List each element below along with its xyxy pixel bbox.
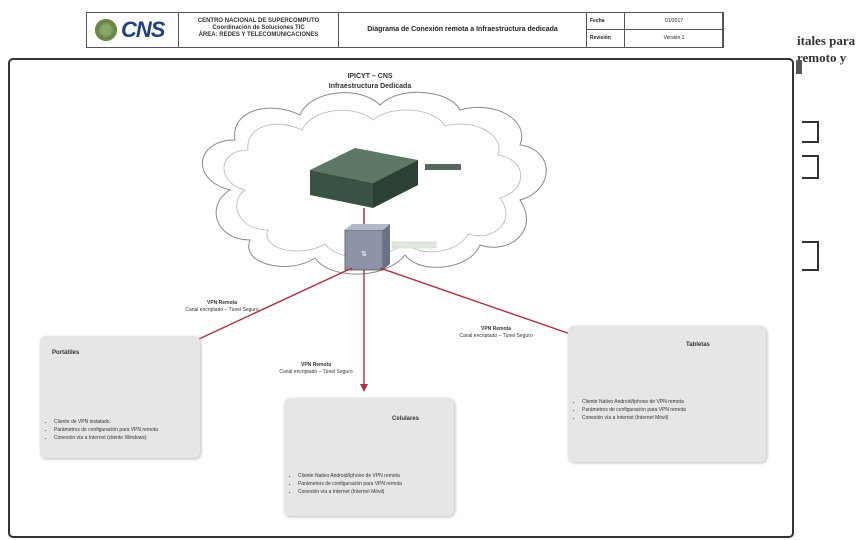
panel-list: Cliente Nativo Android/Iphone de VPN rem… — [288, 472, 460, 496]
fecha-value: 01/2017 — [664, 18, 684, 24]
fragment-bracket — [802, 241, 819, 271]
list-item: Parámetros de configuración para VPN rem… — [298, 480, 460, 488]
revision-row: Revisión Versión 1 — [587, 30, 723, 47]
vpn-label-left: VPN Remota Canal encriptado – Túnel Segu… — [172, 300, 272, 314]
list-item: Cliente de VPN instalado. — [54, 418, 204, 426]
diagram-subtitle-line: Infraestructura Dedicada — [328, 83, 412, 90]
panel-title: Tabletas — [686, 342, 710, 348]
vpn-label-right: VPN Remota Canal encriptado – Túnel Segu… — [446, 326, 546, 340]
panel-portatiles: Portátiles Cliente de VPN instalado. Par… — [40, 336, 200, 458]
side-text-line: remoto y — [797, 50, 847, 65]
revision-label: Revisión — [587, 30, 625, 47]
document-meta: Fecha 01/2017 Revisión Versión 1 — [587, 13, 723, 47]
fragment-bracket — [802, 121, 819, 143]
diagram-title: IPICYT – CNS Infraestructura Dedicada — [270, 72, 470, 92]
list-item: Parámetros de configuración para VPN rem… — [54, 426, 204, 434]
panel-title: Portátiles — [52, 350, 80, 356]
vpn-label-center: VPN Remota Canal encriptado – Túnel Segu… — [266, 362, 366, 376]
vpn-subtitle: Canal encriptado – Túnel Seguro — [459, 333, 533, 339]
panel-celulares: Celulares Cliente Nativo Android/Iphone … — [284, 398, 454, 516]
vpn-title: VPN Remota — [480, 326, 511, 332]
list-item: Parámetros de configuración para VPN rem… — [582, 406, 772, 414]
list-item: Conexión vía a Internet (Internet Móvil) — [582, 414, 772, 422]
panel-list: Cliente Nativo Android/Iphone de VPN rem… — [572, 398, 772, 422]
list-item: Cliente Nativo Android/Iphone de VPN rem… — [298, 472, 460, 480]
header-table: CNS CENTRO NACIONAL DE SUPERCOMPUTO Coor… — [86, 12, 724, 48]
router-icon: ⇅ — [344, 224, 390, 271]
list-item: Conexión vía a Internet (cliente Windows… — [54, 434, 204, 442]
organization-info: CENTRO NACIONAL DE SUPERCOMPUTO Coordina… — [179, 13, 339, 47]
org-line: ÁREA: REDES Y TELECOMUNICACIONES — [198, 32, 319, 38]
revision-value: Versión 1 — [663, 35, 685, 41]
org-line: CENTRO NACIONAL DE SUPERCOMPUTO — [197, 18, 320, 24]
vpn-title: VPN Remota — [300, 362, 331, 368]
vpn-subtitle: Canal encriptado – Túnel Seguro — [279, 369, 353, 375]
router-label-tag — [391, 241, 437, 249]
document-title: Diagrama de Conexión remota a Infraestru… — [339, 13, 587, 47]
gear-logo-icon — [95, 19, 117, 41]
side-fragments — [796, 60, 819, 271]
arrowhead — [360, 384, 368, 392]
vpn-title: VPN Remota — [206, 300, 237, 306]
server-label-tag — [425, 164, 461, 170]
link-portatiles — [185, 267, 353, 346]
logo: CNS — [87, 13, 179, 47]
fecha-label: Fecha — [587, 13, 625, 30]
cloud-inner-outline — [223, 109, 522, 258]
list-item: Cliente Nativo Android/Iphone de VPN rem… — [582, 398, 772, 406]
side-text-line: itales para — [797, 33, 856, 48]
panel-list: Cliente de VPN instalado. Parámetros de … — [44, 418, 204, 442]
fragment-mark — [796, 60, 802, 74]
link-tabletas — [379, 267, 583, 339]
vpn-subtitle: Canal encriptado – Túnel Seguro — [185, 307, 259, 313]
server-appliance-icon — [310, 148, 418, 208]
diagram-title-line: IPICYT – CNS — [347, 73, 393, 80]
fecha-row: Fecha 01/2017 — [587, 13, 723, 30]
org-line: Coordinación de Soluciones TIC — [212, 25, 305, 31]
list-item: Conexión vía a Internet (Internet Móvil) — [298, 488, 460, 496]
logo-text: CNS — [121, 17, 165, 42]
svg-text:⇅: ⇅ — [361, 250, 367, 258]
fragment-bracket — [802, 155, 819, 179]
panel-title: Celulares — [392, 416, 420, 422]
panel-tabletas: Tabletas Cliente Nativo Android/Iphone d… — [568, 326, 766, 462]
